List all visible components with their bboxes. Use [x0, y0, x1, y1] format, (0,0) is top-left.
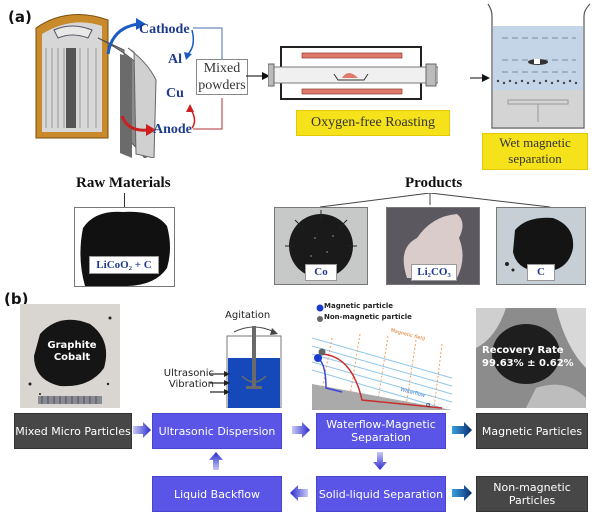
arrow-right-icon — [246, 72, 270, 80]
wet-magnetic-line1: Wet magnetic — [499, 135, 571, 150]
al-label: Al — [168, 52, 182, 67]
product-photo-c: C — [496, 207, 586, 285]
mixed-powders-line1: Mixed — [203, 61, 241, 76]
flow-box-mixed-micro-particles: Mixed Micro Particles — [14, 413, 132, 449]
wet-magnetic-line2: separation — [508, 151, 562, 166]
flow-box-non-magnetic-particles: Non-magnetic Particles — [476, 476, 588, 512]
non-magnetic-particle-legend-dot — [317, 316, 323, 322]
agitation-label: Agitation — [225, 310, 271, 321]
cobalt-label: Cobalt — [53, 352, 91, 363]
flow-box-waterflow-magnetic-separation: Waterflow-Magnetic Separation — [316, 413, 446, 449]
waterflow-line2: Separation — [351, 431, 411, 444]
ultrasonic-arrows-icon — [210, 371, 230, 395]
ultrasonic-label: Ultrasonic — [163, 368, 214, 379]
product-photo-co: Co — [274, 207, 368, 285]
ultrasonic-vibration-label: Ultrasonic Vibration — [158, 368, 214, 390]
ultrasonic-agitation-tank — [226, 326, 282, 408]
carbon-powder-image — [505, 217, 574, 272]
arrow-down-icon — [373, 452, 387, 470]
panel-a-label: (a) — [8, 8, 32, 26]
arrow-up-icon — [209, 452, 223, 470]
panel-b-label: (b) — [4, 290, 29, 308]
angle-alpha-label: α — [426, 401, 431, 409]
magnetic-particle-legend-dot — [316, 304, 324, 312]
waterflow-magnetic-schematic — [312, 304, 452, 410]
cobalt-spiky-image — [285, 210, 357, 278]
c-tag: C — [527, 264, 555, 281]
graphite-cobalt-photo: Graphite Cobalt — [20, 304, 120, 408]
product-photo-li2co3: Li₂CO₃ — [386, 207, 480, 285]
waterflow-line1: Waterflow-Magnetic — [326, 418, 436, 431]
products-heading: Products — [405, 175, 463, 191]
magnetic-separation-beaker — [487, 3, 591, 129]
raw-materials-heading: Raw Materials — [76, 175, 171, 191]
arrow-right-icon — [452, 485, 472, 501]
cathode-label: Cathode — [139, 22, 190, 37]
licoo2-c-tag: LiCoO₂ + C — [89, 256, 159, 274]
graphite-label: Graphite — [47, 340, 97, 351]
lithium-carbonate-image — [403, 214, 463, 278]
raw-material-photo: LiCoO₂ + C — [74, 207, 175, 287]
vibration-label: Vibration — [168, 379, 214, 390]
flow-box-magnetic-particles: Magnetic Particles — [476, 413, 588, 449]
arrow-right-icon — [452, 422, 472, 438]
cathode-anode-arrows — [106, 18, 223, 136]
cu-label: Cu — [166, 86, 184, 101]
magnetic-particles-image — [476, 308, 586, 408]
arrow-right-icon — [292, 422, 310, 438]
oxygen-free-roasting-label: Oxygen-free Roasting — [296, 110, 450, 136]
arrow-right-icon — [133, 422, 151, 438]
recovery-rate-text: Recovery Rate 99.63% ± 0.62% — [482, 344, 574, 370]
flow-box-liquid-backflow: Liquid Backflow — [152, 476, 282, 512]
non-magnetic-particle-legend: Non-magnetic particle — [324, 313, 412, 321]
recovery-rate-value: 99.63% ± 0.62% — [482, 358, 574, 369]
co-tag: Co — [305, 264, 337, 281]
arrow-right-icon — [470, 74, 490, 82]
graphite-cobalt-label: Graphite Cobalt — [42, 340, 102, 364]
flow-box-solid-liquid-separation: Solid-liquid Separation — [316, 476, 446, 512]
graphite-powder-image — [28, 316, 112, 404]
magnetic-particle-legend: Magnetic particle — [324, 302, 393, 310]
li2co3-tag: Li₂CO₃ — [411, 264, 457, 281]
mixed-powders-box: Mixed powders — [196, 59, 248, 95]
products-connector-lines — [320, 193, 551, 208]
recovery-rate-label: Recovery Rate — [482, 345, 564, 356]
anode-label: Anode — [153, 122, 192, 137]
black-powder-image — [80, 211, 170, 286]
wet-magnetic-separation-label: Wet magnetic separation — [482, 133, 588, 170]
mixed-powders-line2: powders — [198, 78, 246, 93]
flow-box-ultrasonic-dispersion: Ultrasonic Dispersion — [152, 413, 282, 449]
furnace-illustration — [268, 46, 438, 100]
arrow-left-icon — [290, 485, 308, 501]
recovery-rate-photo: Recovery Rate 99.63% ± 0.62% — [476, 308, 586, 408]
connector-line — [124, 193, 125, 207]
